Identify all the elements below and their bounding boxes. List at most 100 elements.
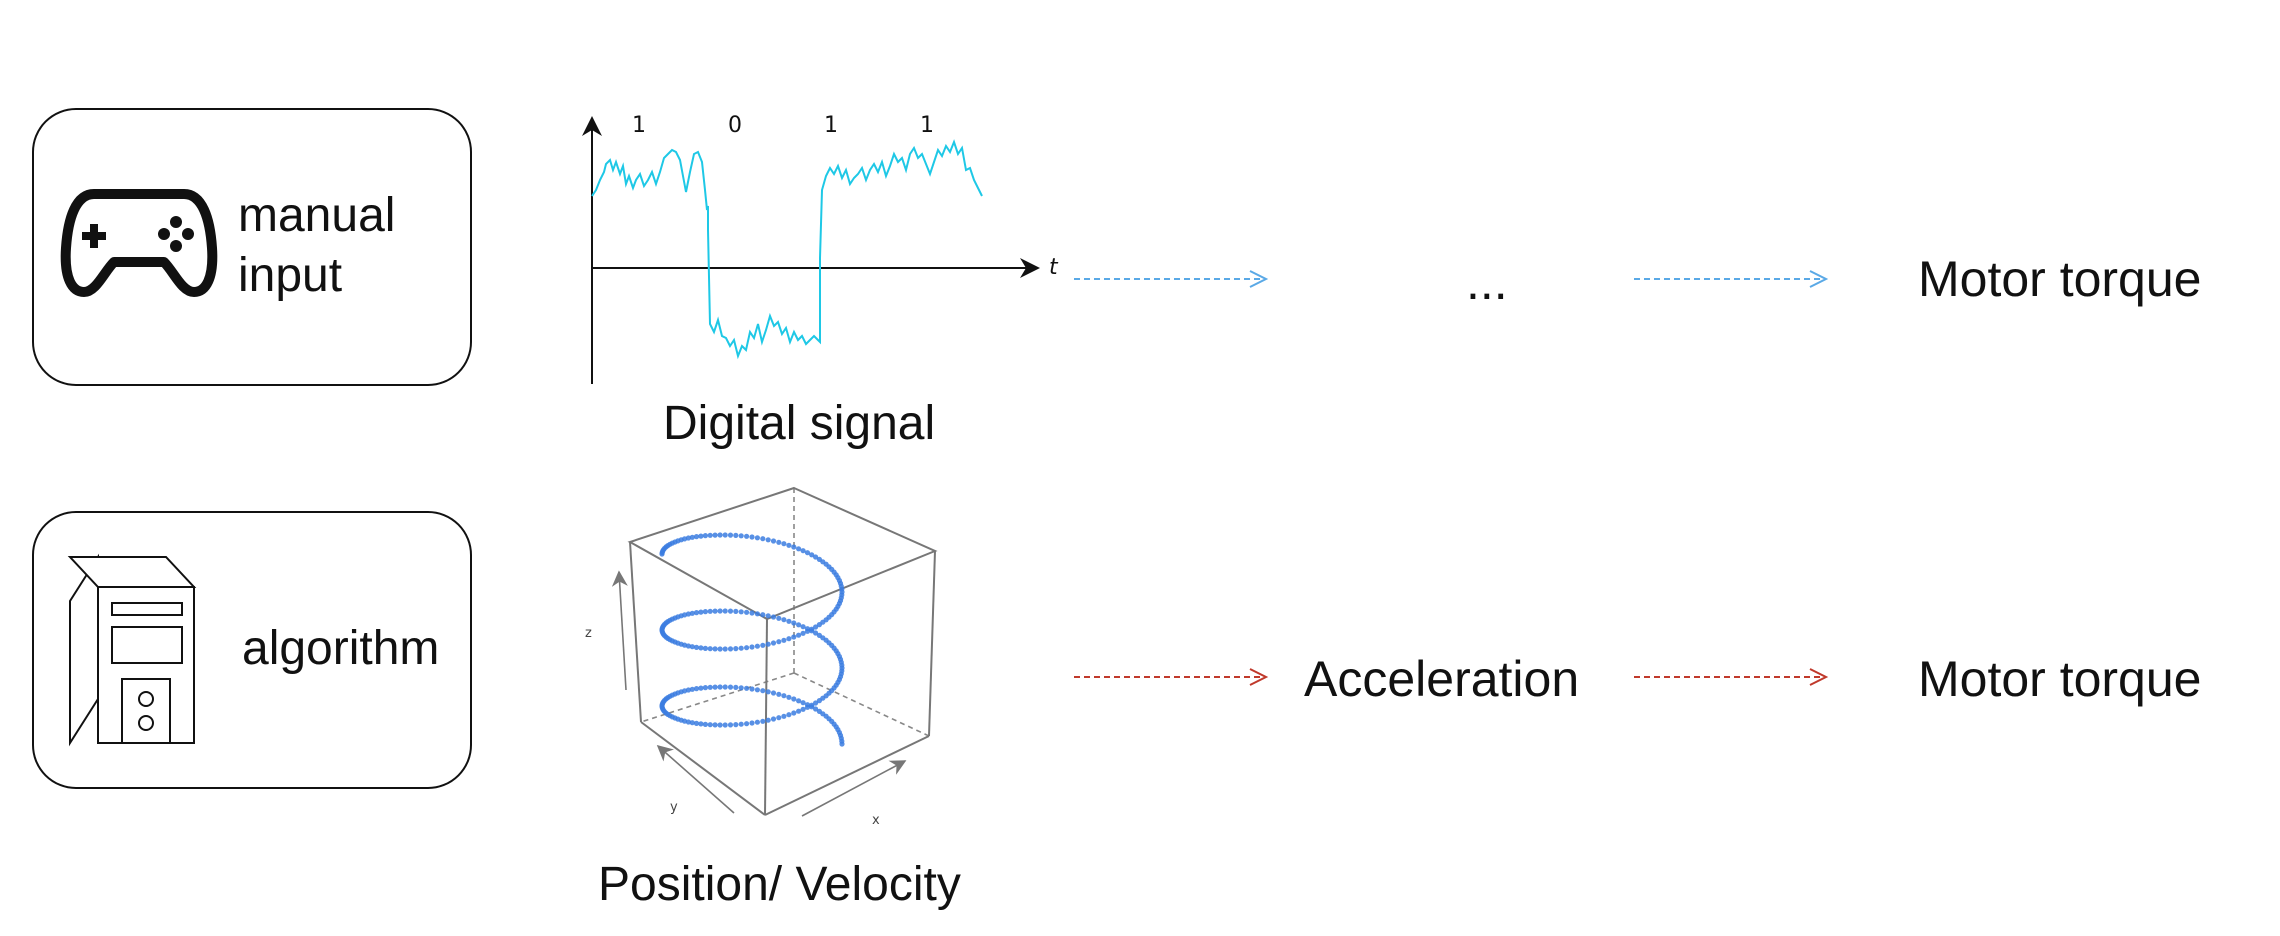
helix-point: [693, 686, 700, 692]
helix-point: [707, 532, 713, 538]
helix-point: [796, 622, 802, 628]
helix-point: [816, 556, 822, 562]
helix-point: [796, 708, 802, 714]
helix-point: [786, 694, 792, 700]
computer-icon: [67, 553, 197, 747]
helix-point: [689, 644, 695, 650]
helix-point: [813, 554, 819, 560]
helix-point: [765, 537, 771, 543]
helix-point: [796, 698, 802, 704]
flow-arrow-bottom-2: [1634, 668, 1829, 686]
t-axis-label: t: [1049, 255, 1059, 280]
bit-label: 1: [920, 113, 934, 138]
helix-point: [722, 722, 728, 728]
helix-point: [765, 689, 771, 695]
flow-arrow-top-1: [1074, 270, 1269, 288]
motor-torque-top: Motor torque: [1918, 251, 2202, 307]
helix-point: [804, 628, 811, 634]
y-axis-label: y: [670, 800, 678, 815]
helix-point: [733, 608, 739, 614]
helix-point: [693, 534, 700, 540]
helix-point: [816, 632, 822, 638]
bit-label: 1: [632, 113, 646, 138]
helix-point: [776, 715, 782, 721]
helix-point: [781, 617, 787, 623]
helix-point: [813, 700, 819, 706]
helix-point: [722, 684, 728, 690]
helix-point: [770, 640, 777, 646]
flow-arrow-bottom-1: [1074, 668, 1269, 686]
helix-trajectory: [659, 532, 845, 747]
helix-point: [693, 644, 700, 650]
helix-point: [809, 552, 815, 558]
helix-point: [744, 685, 750, 691]
helix-point: [689, 534, 695, 540]
y-axis-arrow: [656, 744, 735, 814]
position-velocity-plot: z y x: [585, 486, 938, 828]
helix-point: [796, 632, 802, 638]
algorithm-label: algorithm: [242, 622, 440, 675]
helix-point: [717, 608, 723, 614]
helix-point: [698, 645, 704, 651]
helix-point: [749, 610, 755, 616]
helix-point: [744, 533, 750, 539]
helix-point: [809, 702, 815, 708]
helix-point: [712, 532, 718, 538]
helix-point: [733, 684, 739, 690]
helix-point: [754, 719, 760, 725]
x-axis-arrow: [801, 760, 907, 817]
helix-point: [760, 612, 766, 618]
helix-point: [800, 624, 806, 630]
helix-point: [693, 720, 700, 726]
position-velocity-caption: Position/ Velocity: [598, 858, 961, 911]
helix-point: [776, 539, 782, 545]
helix-point: [689, 686, 695, 692]
helix-point: [722, 608, 728, 614]
helix-point: [738, 609, 744, 615]
helix-point: [776, 615, 782, 621]
helix-point: [765, 641, 771, 647]
helix-point: [804, 704, 811, 710]
helix-point: [765, 613, 771, 619]
helix-point: [685, 719, 691, 725]
helix-point: [796, 546, 802, 552]
helix-point: [707, 722, 713, 728]
helix-point: [770, 614, 777, 620]
helix-point: [744, 645, 750, 651]
helix-point: [733, 646, 739, 652]
helix-point: [781, 637, 787, 643]
helix-point: [712, 722, 718, 728]
helix-point: [698, 609, 704, 615]
helix-point: [804, 550, 811, 556]
helix-point: [754, 687, 760, 693]
digital-signal-plot: 1 0 1 1 t: [582, 113, 1059, 384]
helix-point: [738, 721, 744, 727]
helix-point: [754, 535, 760, 541]
helix-point: [722, 646, 728, 652]
helix-point: [712, 646, 718, 652]
helix-point: [693, 610, 700, 616]
helix-point: [749, 720, 755, 726]
helix-point: [717, 684, 723, 690]
motor-torque-bottom: Motor torque: [1918, 651, 2202, 707]
helix-point: [800, 548, 806, 554]
helix-point: [760, 536, 766, 542]
helix-point: [702, 609, 708, 615]
helix-point: [791, 634, 797, 640]
helix-point: [760, 718, 766, 724]
helix-point: [727, 646, 734, 652]
helix-point: [791, 620, 797, 626]
helix-point: [733, 532, 739, 538]
helix-point: [698, 685, 704, 691]
helix-point: [813, 630, 819, 636]
helix-point: [786, 712, 792, 718]
flow-arrow-top-2: [1634, 270, 1829, 288]
helix-point: [717, 722, 723, 728]
helix-point: [698, 533, 704, 539]
helix-point: [781, 541, 787, 547]
helix-point: [786, 636, 792, 642]
helix-point: [800, 706, 806, 712]
gamepad-icon: [60, 189, 218, 297]
helix-point: [689, 720, 695, 726]
helix-point: [770, 538, 777, 544]
